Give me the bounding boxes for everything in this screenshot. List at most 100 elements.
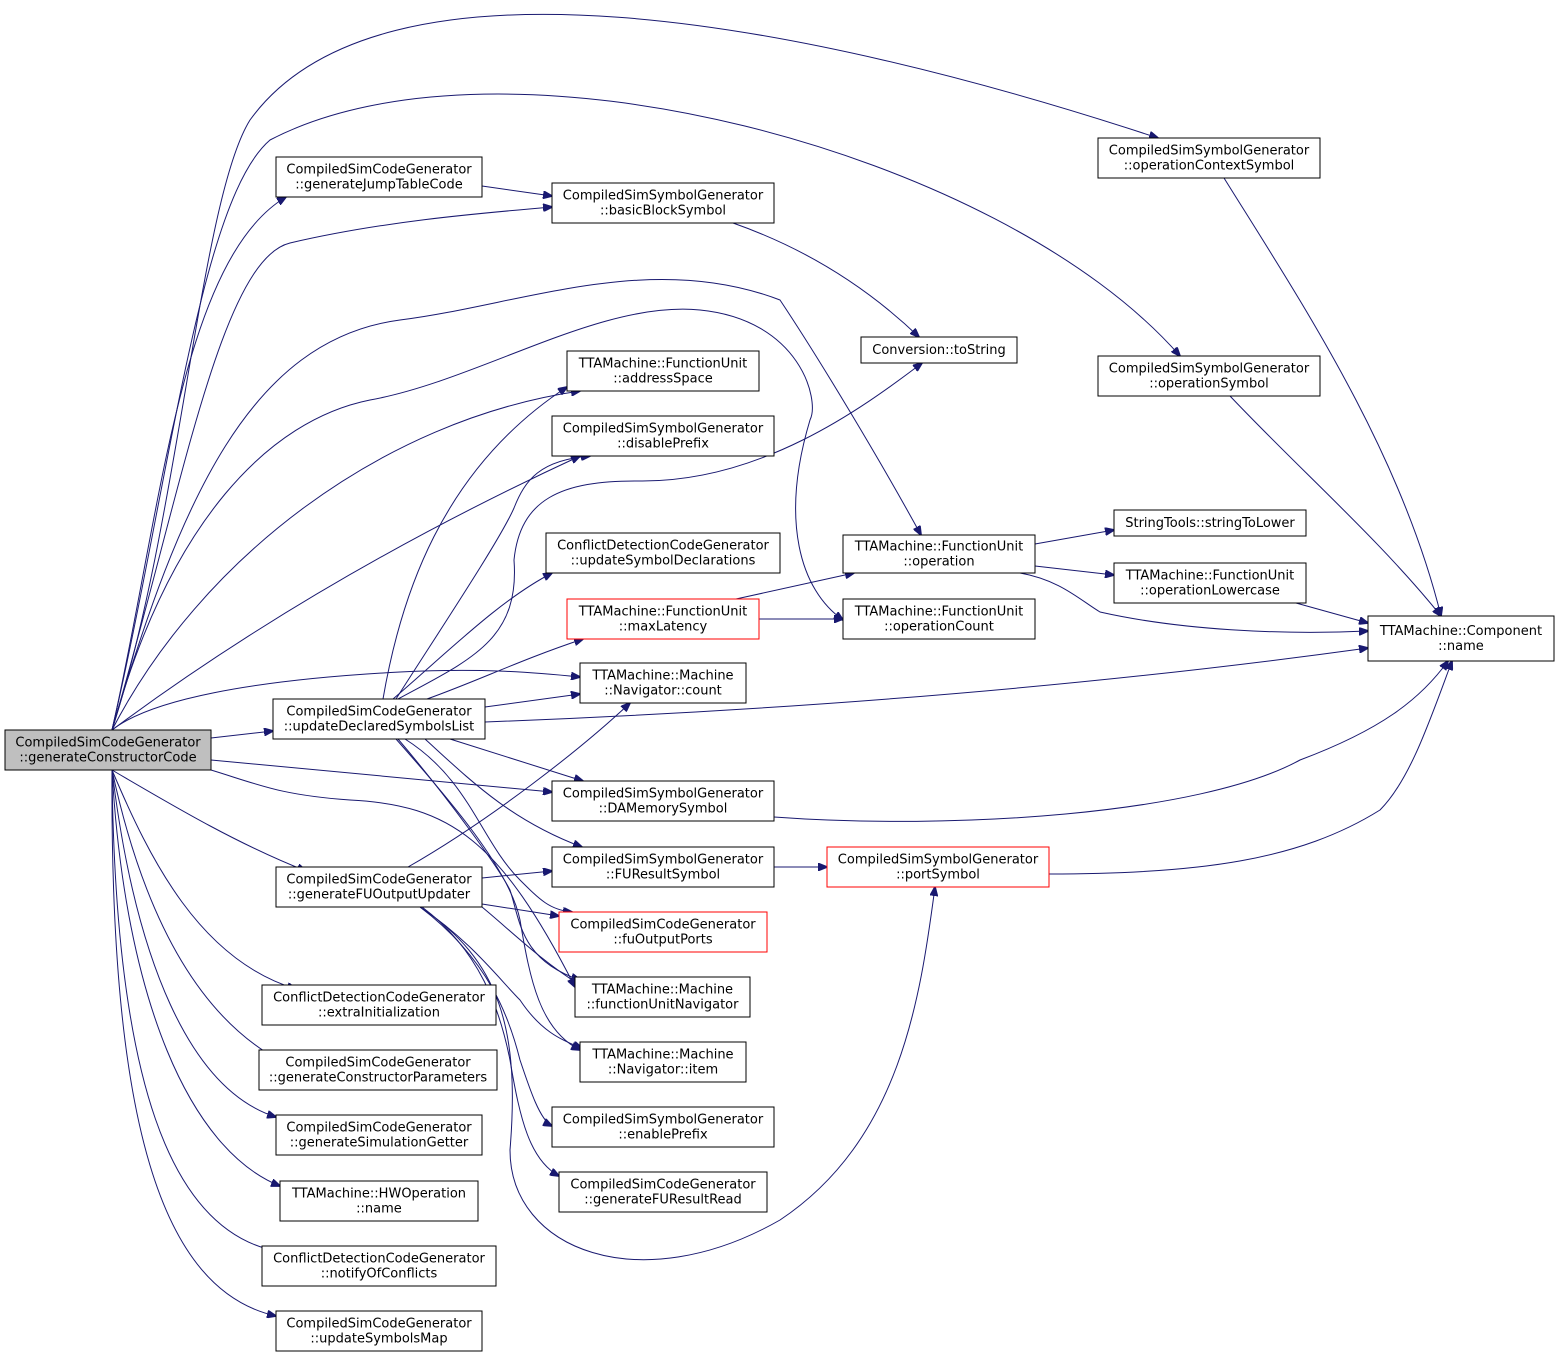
node-navigator-count-label-1: TTAMachine::Machine xyxy=(591,669,733,684)
edge-root-to-noc xyxy=(111,769,276,1251)
node-fu-output-ports-label-1: CompiledSimCodeGenerator xyxy=(570,918,756,933)
node-update-symbol-declarations-label-1: ConflictDetectionCodeGenerator xyxy=(557,539,769,554)
node-update-symbols-map[interactable]: CompiledSimCodeGenerator::updateSymbolsM… xyxy=(275,1310,483,1352)
node-generate-constructor-code-label-2: ::generateConstructorCode xyxy=(19,751,196,766)
node-max-latency-label-1: TTAMachine::FunctionUnit xyxy=(578,605,747,620)
node-operation-count[interactable]: TTAMachine::FunctionUnit::operationCount xyxy=(842,598,1036,640)
node-operation-symbol[interactable]: CompiledSimSymbolGenerator::operationSym… xyxy=(1097,355,1321,397)
edge-root-to-os xyxy=(111,93,1180,731)
node-generate-constructor-code: CompiledSimCodeGenerator::generateConstr… xyxy=(4,729,212,771)
edge-udsl-to-fus xyxy=(424,738,582,847)
node-operation-context-symbol-label-2: ::operationContextSymbol xyxy=(1124,159,1295,174)
node-generate-fu-result-read-label-1: CompiledSimCodeGenerator xyxy=(570,1178,756,1193)
edge-bbs-to-conv xyxy=(732,222,919,337)
node-generate-simulation-getter[interactable]: CompiledSimCodeGenerator::generateSimula… xyxy=(275,1114,483,1156)
edge-root-to-fun xyxy=(210,769,575,987)
edge-udsl-to-cnt xyxy=(484,694,580,708)
node-da-memory-symbol[interactable]: CompiledSimSymbolGenerator::DAMemorySymb… xyxy=(551,780,775,822)
edge-ocs-to-cn xyxy=(1223,177,1441,616)
node-navigator-count-box xyxy=(579,662,747,704)
node-fu-output-ports[interactable]: CompiledSimCodeGenerator::fuOutputPorts xyxy=(558,911,768,953)
edge-gfo-to-fop xyxy=(481,903,559,916)
node-disable-prefix-label-1: CompiledSimSymbolGenerator xyxy=(563,422,764,437)
edge-root-to-oc xyxy=(111,308,843,731)
node-fu-result-symbol-label-1: CompiledSimSymbolGenerator xyxy=(563,853,764,868)
node-enable-prefix[interactable]: CompiledSimSymbolGenerator::enablePrefix xyxy=(551,1106,775,1148)
node-extra-initialization[interactable]: ConflictDetectionCodeGenerator::extraIni… xyxy=(261,984,497,1026)
edge-udsl-to-as xyxy=(382,387,567,700)
node-string-to-lower-box xyxy=(1113,509,1307,537)
node-component-name-label-1: TTAMachine::Component xyxy=(1379,624,1542,639)
edge-jump-to-bbs xyxy=(481,185,552,196)
edge-gfo-to-cnt xyxy=(407,703,630,868)
node-generate-simulation-getter-box xyxy=(275,1114,483,1156)
node-update-declared-symbols-list-box xyxy=(272,698,486,740)
edge-udsl-to-cn xyxy=(484,648,1368,723)
node-port-symbol-label-2: ::portSymbol xyxy=(896,868,980,883)
node-max-latency-box xyxy=(566,598,760,640)
node-navigator-item[interactable]: TTAMachine::Machine::Navigator::item xyxy=(579,1041,747,1083)
node-max-latency[interactable]: TTAMachine::FunctionUnit::maxLatency xyxy=(566,598,760,640)
edge-root-to-op xyxy=(111,278,921,731)
edge-op-to-stl xyxy=(1034,530,1114,545)
node-fu-operation-label-2: ::operation xyxy=(903,555,974,570)
node-string-to-lower[interactable]: StringTools::stringToLower xyxy=(1113,509,1307,537)
node-operation-lowercase-label-1: TTAMachine::FunctionUnit xyxy=(1125,569,1294,584)
node-da-memory-symbol-box xyxy=(551,780,775,822)
node-notify-of-conflicts-box xyxy=(261,1245,497,1287)
edge-root-to-dp xyxy=(111,456,580,731)
node-da-memory-symbol-label-1: CompiledSimSymbolGenerator xyxy=(563,787,764,802)
node-disable-prefix[interactable]: CompiledSimSymbolGenerator::disablePrefi… xyxy=(551,415,775,457)
node-disable-prefix-box xyxy=(551,415,775,457)
edge-udsl-to-dam xyxy=(449,738,583,781)
node-generate-fu-output-updater[interactable]: CompiledSimCodeGenerator::generateFUOutp… xyxy=(275,866,483,908)
node-generate-constructor-parameters[interactable]: CompiledSimCodeGenerator::generateConstr… xyxy=(258,1049,498,1091)
node-basic-block-symbol-box xyxy=(551,182,775,224)
node-update-symbol-declarations-label-2: ::updateSymbolDeclarations xyxy=(571,554,756,569)
node-update-symbols-map-box xyxy=(275,1310,483,1352)
node-update-declared-symbols-list[interactable]: CompiledSimCodeGenerator::updateDeclared… xyxy=(272,698,486,740)
node-generate-jump-table-code-box xyxy=(275,156,483,198)
node-generate-simulation-getter-label-2: ::generateSimulationGetter xyxy=(290,1136,469,1151)
node-notify-of-conflicts[interactable]: ConflictDetectionCodeGenerator::notifyOf… xyxy=(261,1245,497,1287)
node-fu-operation-label-1: TTAMachine::FunctionUnit xyxy=(854,540,1023,555)
node-conversion-to-string[interactable]: Conversion::toString xyxy=(860,336,1018,364)
node-operation-lowercase[interactable]: TTAMachine::FunctionUnit::operationLower… xyxy=(1113,562,1307,604)
node-basic-block-symbol-label-1: CompiledSimSymbolGenerator xyxy=(563,189,764,204)
node-component-name[interactable]: TTAMachine::Component::name xyxy=(1367,615,1555,662)
node-fu-result-symbol-label-2: ::FUResultSymbol xyxy=(606,868,720,883)
edge-root-to-ocs xyxy=(111,13,1158,731)
node-component-name-box xyxy=(1367,615,1555,662)
node-hw-operation-name-label-1: TTAMachine::HWOperation xyxy=(291,1187,466,1202)
node-basic-block-symbol[interactable]: CompiledSimSymbolGenerator::basicBlockSy… xyxy=(551,182,775,224)
node-generate-fu-result-read-label-2: ::generateFUResultRead xyxy=(584,1193,741,1208)
edge-dam-to-cn xyxy=(773,661,1448,822)
node-hw-operation-name-box xyxy=(279,1180,479,1222)
node-function-unit-navigator[interactable]: TTAMachine::Machine::functionUnitNavigat… xyxy=(574,976,751,1018)
edge-olc-to-cn xyxy=(1295,602,1368,623)
node-generate-jump-table-code[interactable]: CompiledSimCodeGenerator::generateJumpTa… xyxy=(275,156,483,198)
node-function-unit-navigator-label-1: TTAMachine::Machine xyxy=(591,983,733,998)
edge-root-to-hwn xyxy=(111,769,280,1186)
edge-root-to-as xyxy=(111,391,580,731)
node-generate-fu-result-read[interactable]: CompiledSimCodeGenerator::generateFUResu… xyxy=(558,1171,768,1213)
node-generate-fu-output-updater-label-1: CompiledSimCodeGenerator xyxy=(286,873,472,888)
edge-root-to-gsg xyxy=(111,769,276,1117)
node-operation-lowercase-label-2: ::operationLowercase xyxy=(1140,584,1280,599)
node-navigator-count[interactable]: TTAMachine::Machine::Navigator::count xyxy=(579,662,747,704)
node-enable-prefix-label-2: ::enablePrefix xyxy=(618,1128,708,1143)
node-update-symbol-declarations[interactable]: ConflictDetectionCodeGenerator::updateSy… xyxy=(545,532,781,574)
node-generate-jump-table-code-label-1: CompiledSimCodeGenerator xyxy=(286,163,472,178)
node-fu-operation-box xyxy=(842,534,1036,574)
node-hw-operation-name[interactable]: TTAMachine::HWOperation::name xyxy=(279,1180,479,1222)
node-operation-context-symbol[interactable]: CompiledSimSymbolGenerator::operationCon… xyxy=(1097,137,1321,179)
edge-udsl-to-ml xyxy=(426,639,583,700)
node-fu-operation[interactable]: TTAMachine::FunctionUnit::operation xyxy=(842,534,1036,574)
node-fu-result-symbol-box xyxy=(551,846,775,888)
node-address-space[interactable]: TTAMachine::FunctionUnit::addressSpace xyxy=(566,350,760,392)
node-disable-prefix-label-2: ::disablePrefix xyxy=(617,437,709,452)
node-fu-result-symbol[interactable]: CompiledSimSymbolGenerator::FUResultSymb… xyxy=(551,846,775,888)
node-port-symbol[interactable]: CompiledSimSymbolGenerator::portSymbol xyxy=(826,846,1050,888)
node-navigator-item-label-1: TTAMachine::Machine xyxy=(591,1048,733,1063)
node-da-memory-symbol-label-2: ::DAMemorySymbol xyxy=(599,802,728,817)
